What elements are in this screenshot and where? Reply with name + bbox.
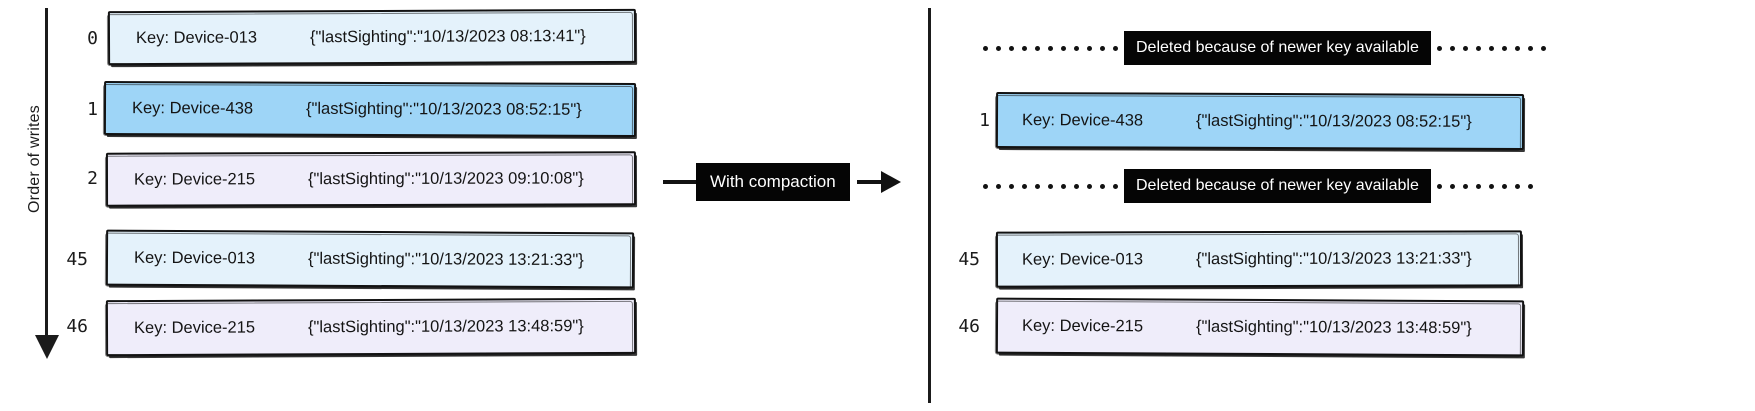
right-arrow-icon [881,171,901,193]
record-value: {"lastSighting":"10/13/2023 08:52:15"} [305,99,582,119]
row-index-2: 2 [87,168,98,189]
panel-divider [928,8,931,403]
record-row-45: Key: Device-013 {"lastSighting":"10/13/2… [105,229,635,289]
record-row-0: Key: Device-013 {"lastSighting":"10/13/2… [107,8,637,66]
record-value: {"lastSighting":"10/13/2023 09:10:08"} [307,168,584,188]
dotted-leader-left-icon [983,45,1118,51]
row-index-46: 46 [66,316,88,337]
with-compaction-label: With compaction [696,163,850,201]
dotted-leader-right-icon [1436,183,1533,189]
deleted-badge: Deleted because of newer key available [1124,31,1431,65]
row-index-1: 1 [979,110,990,131]
record-key: Key: Device-215 [133,169,256,189]
order-of-writes-arrow-icon [35,335,59,359]
record-row-46: Key: Device-215 {"lastSighting":"10/13/2… [105,297,637,357]
record-key: Key: Device-013 [1021,249,1144,269]
row-index-46: 46 [958,316,980,337]
writes-log-panel: Order of writes 0 Key: Device-013 {"last… [0,0,915,411]
dotted-leader-right-icon [1436,45,1546,51]
arrow-stem-left [663,180,699,184]
record-value: {"lastSighting":"10/13/2023 13:48:59"} [307,316,584,336]
record-row-2: Key: Device-215 {"lastSighting":"10/13/2… [105,151,637,207]
order-of-writes-axis-line [45,8,48,343]
record-row-1: Key: Device-438 {"lastSighting":"10/13/2… [995,91,1525,151]
record-value: {"lastSighting":"10/13/2023 13:21:33"} [1195,248,1472,268]
dotted-leader-left-icon [983,183,1118,189]
record-row-45: Key: Device-013 {"lastSighting":"10/13/2… [995,230,1523,288]
row-index-1: 1 [87,99,98,120]
arrow-stem-right [857,180,885,184]
with-compaction-transition: With compaction [663,163,903,201]
compacted-log-panel: Deleted because of newer key available 1… [928,0,1755,411]
deleted-badge: Deleted because of newer key available [1124,169,1431,203]
row-index-45: 45 [66,249,88,270]
record-key: Key: Device-013 [133,248,256,267]
record-key: Key: Device-438 [131,98,254,118]
record-value: {"lastSighting":"10/13/2023 08:52:15"} [1195,111,1472,131]
record-key: Key: Device-215 [1021,316,1144,335]
row-index-45: 45 [958,249,980,270]
record-key: Key: Device-215 [133,318,256,337]
row-index-0: 0 [87,28,98,49]
deleted-note-row-0: Deleted because of newer key available [983,29,1546,67]
deleted-note-row-2: Deleted because of newer key available [983,167,1533,205]
record-value: {"lastSighting":"10/13/2023 08:13:41"} [309,26,586,46]
record-key: Key: Device-438 [1021,110,1144,130]
record-value: {"lastSighting":"10/13/2023 13:21:33"} [307,249,584,269]
record-value: {"lastSighting":"10/13/2023 13:48:59"} [1195,317,1472,337]
record-key: Key: Device-013 [135,28,258,47]
record-row-46: Key: Device-215 {"lastSighting":"10/13/2… [995,297,1525,357]
record-row-1: Key: Device-438 {"lastSighting":"10/13/2… [103,80,637,138]
order-of-writes-label: Order of writes [26,105,43,213]
